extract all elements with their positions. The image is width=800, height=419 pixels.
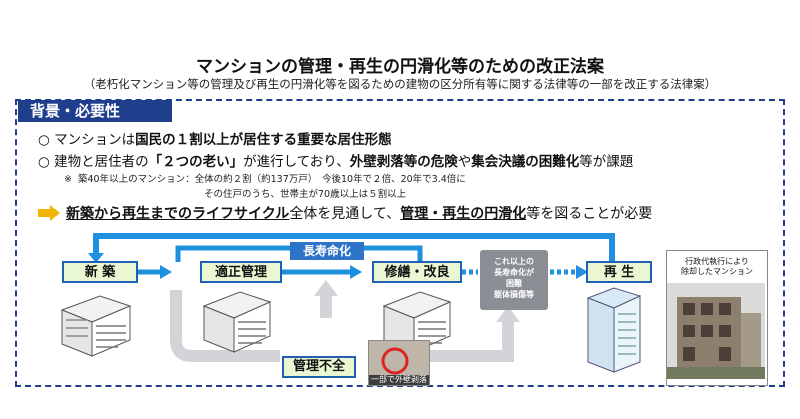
bullet-2: ○ 建物と居住者の「２つの老い」が進行しており、外壁剥落等の危険や集会決議の困難… [38,150,633,170]
summary-emphasis: 新築から再生までのライフサイクル [66,206,290,222]
long-life-label: 長寿命化 [290,242,364,260]
long-life-limit-box: これ以上の 長寿命化が 困難 躯体損傷等 [480,250,548,310]
background-panel [15,99,785,387]
stage-new-build: 新 築 [62,261,138,283]
limit-line: これ以上の [494,257,534,266]
arrow-right-icon [38,205,60,225]
bullet-text: 等が課題 [579,154,634,170]
summary-text: 全体を見通して、 [289,206,401,222]
building-managed-icon [202,291,272,353]
summary-line: 新築から再生までのライフサイクル全体を見通して、管理・再生の円滑化等を図ることが… [66,203,652,223]
bullet-marker: ○ [38,132,50,148]
note-line-2: その住戸のうち、世帯主が70歳以上は５割以上 [204,189,407,200]
bullet-marker: ○ [38,154,50,170]
stage-regeneration: 再 生 [586,261,652,283]
demolished-building-image [667,283,765,379]
page-title: マンションの管理・再生の円滑化等のための改正法案 [196,57,604,77]
demolished-mansion-photo-box: 行政代執行により 除却したマンション [666,250,768,386]
stage-repair: 修繕・改良 [372,261,462,283]
bullet-text: 建物と居住者の [54,154,149,170]
poor-photo-caption: 一部で外壁剥落 [371,375,427,384]
limit-line: 躯体損傷等 [494,290,534,299]
limit-line: 長寿命化が [494,268,534,277]
stage-poor-management: 管理不全 [282,356,356,378]
bullet-emphasis: 国民の１割以上が居住する重要な居住形態 [135,132,392,148]
building-new-icon [60,295,132,357]
page-subtitle: （老朽化マンション等の管理及び再生の円滑化等を図るための建物の区分所有等に関する… [83,77,717,91]
bullet-text: が進行しており、 [243,154,350,170]
building-regenerated-icon [586,287,642,373]
bullet-1: ○ マンションは国民の１割以上が居住する重要な居住形態 [38,128,392,148]
bullet-text: マンションは [54,132,136,148]
cycle-return-arrow [93,233,615,262]
limit-line: 困難 [506,279,522,288]
bullet-emphasis: 「２つの老い」 [148,154,244,170]
note-text: 築40年以上のマンション：全体の約２割（約137万戸） 今後10年で２倍、20年… [78,174,466,185]
stage-proper-management: 適正管理 [200,261,282,283]
bullet-text: や [457,154,472,170]
bullet-emphasis: 外壁剥落等の危険 [349,154,458,170]
poor-management-photo: 一部で外壁剥落 [368,340,430,386]
bullet-emphasis: 集会決議の困難化 [471,154,580,170]
cycle-return-arrowhead [88,253,104,263]
summary-emphasis: 管理・再生の円滑化 [400,206,527,222]
note-line-1: ※ 築40年以上のマンション：全体の約２割（約137万戸） 今後10年で２倍、2… [64,171,466,185]
note-mark: ※ [64,174,72,185]
photo-caption-line: 除却したマンション [681,267,753,276]
summary-text: 等を図ることが必要 [526,206,653,222]
background-tab: 背景・必要性 [18,100,172,122]
photo-caption-line: 行政代執行により [685,257,749,266]
